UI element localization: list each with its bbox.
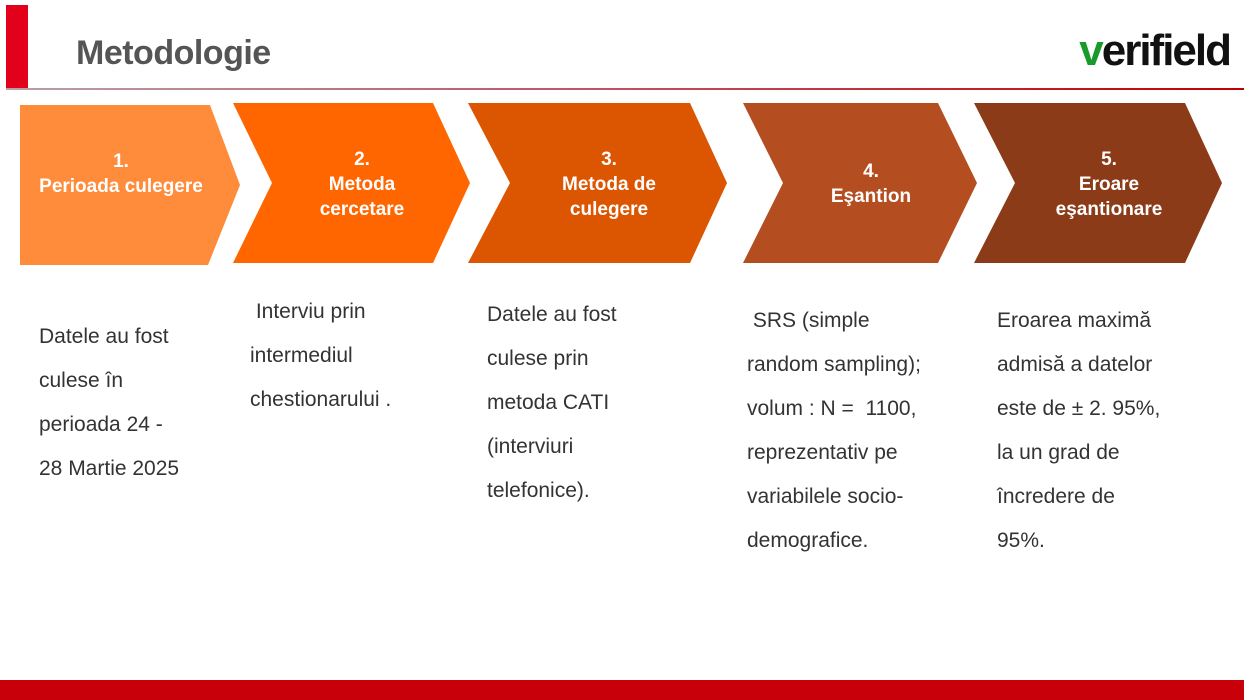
step-2-description: Interviu prin intermediul chestionarului… bbox=[250, 300, 392, 411]
accent-bar bbox=[6, 5, 28, 89]
step-2-label: 2.Metoda cercetare bbox=[319, 149, 405, 220]
chevron-step-3 bbox=[468, 103, 727, 263]
step-5-label: 5.Eroare eşantionare bbox=[1055, 149, 1163, 220]
step-4-description: SRS (simple random sampling); volum : N … bbox=[747, 309, 921, 552]
step-3-description: Datele au fost culese prin metoda CATI (… bbox=[487, 303, 617, 502]
process-chevrons bbox=[20, 103, 1222, 265]
header-divider bbox=[6, 88, 1244, 90]
footer-bar bbox=[0, 680, 1244, 700]
verifield-logo: verifield bbox=[1079, 26, 1232, 75]
step-5-description: Eroarea maximă admisă a datelor este de … bbox=[997, 309, 1161, 552]
step-1-description: Datele au fost culese în perioada 24 - 2… bbox=[39, 325, 180, 480]
chevron-step-5 bbox=[974, 103, 1222, 263]
step-4-label: 4.Eşantion bbox=[830, 161, 912, 207]
chevron-step-4 bbox=[743, 103, 977, 263]
page-title: Metodologie bbox=[76, 34, 271, 72]
chevron-step-2 bbox=[233, 103, 470, 263]
chevron-step-1 bbox=[20, 105, 240, 265]
step-3-label: 3.Metoda de culegere bbox=[562, 149, 656, 220]
step-1-label: 1.Perioada culegere bbox=[39, 151, 203, 197]
